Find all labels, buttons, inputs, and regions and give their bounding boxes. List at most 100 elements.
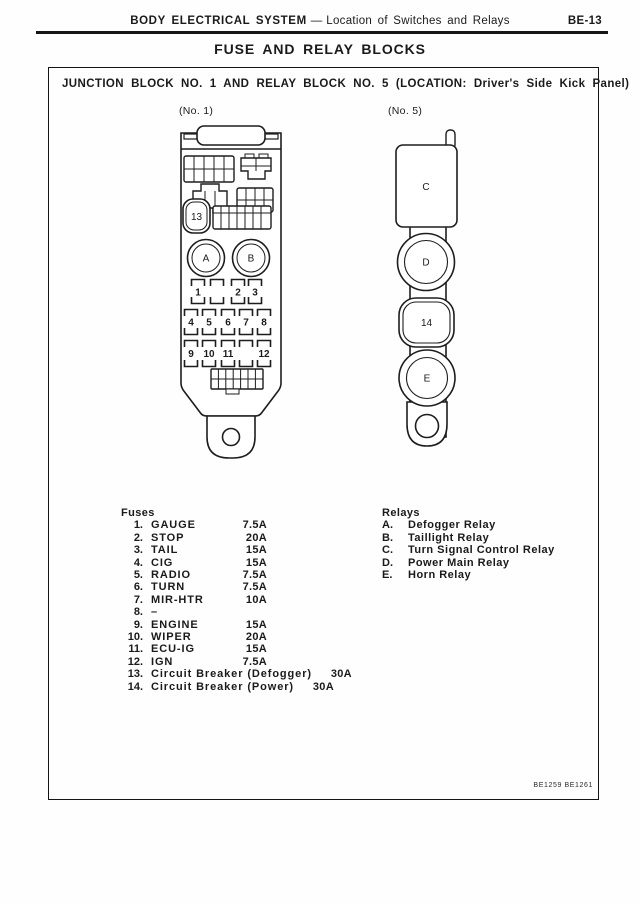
handle bbox=[196, 125, 266, 146]
fuse-name: TAIL bbox=[151, 544, 179, 557]
relay-block-label: (No. 5) bbox=[388, 105, 423, 117]
relay-e-inner bbox=[405, 356, 449, 400]
fuse-row: 2. STOP 20A bbox=[121, 532, 371, 544]
fuse-name: TURN bbox=[151, 581, 186, 594]
fuse-amp-rating: 30A bbox=[330, 668, 352, 681]
fuse-row: 8. – bbox=[121, 606, 371, 618]
fuse-amp-rating: 20A bbox=[245, 631, 267, 644]
fuse-number: 8. bbox=[133, 606, 143, 619]
header-rule bbox=[36, 31, 608, 34]
relay-e-label: E bbox=[424, 374, 431, 385]
breaker-14-inner bbox=[402, 301, 451, 344]
fuse-row: 4. CIG 15A bbox=[121, 557, 371, 569]
breaker-13-inner bbox=[185, 201, 208, 231]
fuse-amp-rating: 15A bbox=[245, 556, 267, 569]
relay-name: Horn Relay bbox=[408, 569, 472, 582]
relay-b-symbol bbox=[231, 238, 271, 278]
fuse-number: 1. bbox=[133, 519, 143, 532]
fuse-amp-rating: 20A bbox=[245, 531, 267, 544]
fuse-slot-brackets bbox=[183, 278, 272, 368]
relay-letter: A. bbox=[382, 519, 393, 532]
fuse-slot-11: 11 bbox=[223, 349, 234, 360]
fuse-row: 1. GAUGE 7.5A bbox=[121, 519, 371, 531]
fuse-slot-numbers: 1 2 3 4 5 6 7 8 9 10 11 12 bbox=[188, 288, 270, 361]
fuse-name: ENGINE bbox=[151, 618, 199, 631]
mount-hole-icon bbox=[414, 413, 440, 439]
fuse-number: 12. bbox=[127, 655, 143, 668]
fuse-slot-1: 1 bbox=[195, 288, 201, 299]
connector-wide-lines bbox=[213, 206, 271, 229]
fuse-slot-4: 4 bbox=[188, 318, 194, 329]
mount-hole-icon bbox=[221, 427, 241, 447]
fuse-row: 12. IGN 7.5A bbox=[121, 656, 371, 668]
fuse-amp-rating bbox=[227, 606, 267, 618]
fuse-amp-rating: 30A bbox=[312, 680, 334, 693]
fuse-amp-rating: 15A bbox=[245, 544, 267, 557]
header-separator: — bbox=[310, 15, 323, 27]
fuse-slot-2: 2 bbox=[235, 288, 241, 299]
fuse-row: 7. MIR-HTR 10A bbox=[121, 594, 371, 606]
relay-c-label: C bbox=[422, 182, 429, 193]
figure-code: BE1259 BE1261 bbox=[533, 782, 593, 789]
fuse-number: 7. bbox=[133, 593, 143, 606]
relay-c-symbol bbox=[395, 144, 458, 228]
fuse-name: MIR-HTR bbox=[151, 593, 204, 606]
fuse-name: RADIO bbox=[151, 569, 191, 582]
fuse-row: 11. ECU-IG 15A bbox=[121, 643, 371, 655]
header-subsection: Location of Switches and Relays bbox=[326, 15, 510, 27]
fuses-heading: Fuses bbox=[121, 507, 155, 519]
connector-wide bbox=[212, 205, 272, 230]
handle-pin-left bbox=[183, 133, 199, 140]
fuse-number: 3. bbox=[133, 544, 143, 557]
fuse-slot-10: 10 bbox=[203, 349, 215, 360]
fuse-slot-12: 12 bbox=[258, 349, 270, 360]
junction-block-no1-diagram: 13 A B 1 bbox=[180, 125, 282, 459]
relay-name: Defogger Relay bbox=[408, 519, 496, 532]
fuse-name: Circuit Breaker (Power) bbox=[151, 680, 294, 693]
fuse-amp-rating: 7.5A bbox=[242, 519, 267, 532]
connector-grid-3-lines bbox=[237, 188, 273, 212]
fuse-slot-3: 3 bbox=[252, 288, 258, 299]
fuse-row: 13. Circuit Breaker (Defogger) 30A bbox=[121, 668, 371, 680]
fuse-number: 4. bbox=[133, 556, 143, 569]
fuse-row1-bottom-brackets bbox=[190, 297, 263, 305]
fuse-amp-rating: 10A bbox=[245, 593, 267, 606]
relay-row: A. Defogger Relay bbox=[382, 519, 592, 531]
relay-b-label: B bbox=[248, 254, 255, 265]
fuse-name: CIG bbox=[151, 556, 174, 569]
relay-a-label: A bbox=[203, 254, 210, 265]
page-number: BE-13 bbox=[567, 15, 602, 27]
fuse-row: 10. WIPER 20A bbox=[121, 631, 371, 643]
fuse-number: 14. bbox=[127, 680, 143, 693]
content-box: JUNCTION BLOCK NO. 1 AND RELAY BLOCK NO.… bbox=[48, 67, 629, 800]
fuse-number: 5. bbox=[133, 569, 143, 582]
relays-heading: Relays bbox=[382, 507, 420, 519]
relays-list: Relays A. Defogger Relay B. Taillight Re… bbox=[382, 507, 592, 581]
fuse-slot-5: 5 bbox=[206, 318, 212, 329]
fuse-row1-top-brackets bbox=[190, 278, 263, 286]
relay-letter: E. bbox=[382, 569, 393, 582]
fuse-slot-7: 7 bbox=[243, 318, 249, 329]
fuse-row: 3. TAIL 15A bbox=[121, 544, 371, 556]
fuse-row2-bottom-brackets bbox=[183, 328, 272, 336]
fuse-name: – bbox=[151, 606, 159, 619]
fuse-row3-bottom-brackets bbox=[183, 360, 272, 368]
fuse-row: 9. ENGINE 15A bbox=[121, 619, 371, 631]
relay-name: Turn Signal Control Relay bbox=[408, 544, 555, 557]
fuse-row2-top-brackets bbox=[183, 308, 272, 316]
junction-block-label: (No. 1) bbox=[179, 105, 214, 117]
page-title: FUSE AND RELAY BLOCKS bbox=[214, 41, 426, 57]
relay-letter: B. bbox=[382, 531, 393, 544]
relay-b-inner bbox=[236, 243, 266, 273]
page-header: BODY ELECTRICAL SYSTEM—Location of Switc… bbox=[0, 15, 640, 27]
fuse-slot-6: 6 bbox=[225, 318, 231, 329]
relay-name: Power Main Relay bbox=[408, 556, 510, 569]
handle-pin-right bbox=[263, 133, 279, 140]
breaker-13-label: 13 bbox=[191, 212, 203, 223]
relay-name: Taillight Relay bbox=[408, 531, 490, 544]
fuse-name: GAUGE bbox=[151, 519, 196, 532]
connector-bottom-tab bbox=[225, 388, 240, 395]
fuse-number: 10. bbox=[127, 631, 143, 644]
connector-grid-1-lines bbox=[184, 156, 234, 182]
